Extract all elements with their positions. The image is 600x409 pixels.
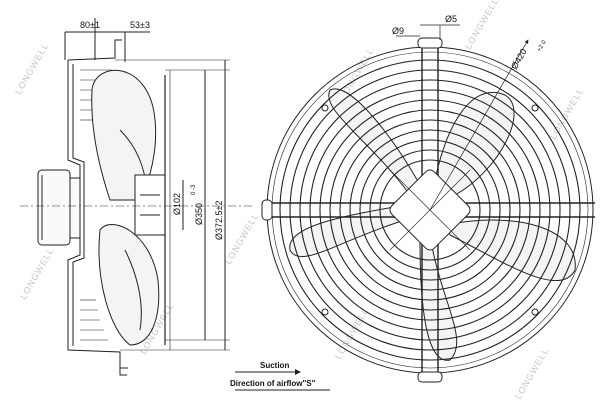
mount-bracket-top [67,39,122,61]
blade-front-1 [429,91,515,211]
watermark: LONGWELL [513,346,551,401]
mount-tab-left [261,199,273,221]
watermark: LONGWELL [223,211,261,266]
dim-53: 53±3 [130,20,150,30]
dim-outer: Ø372.5±2 [214,201,224,240]
shroud-inner [72,64,85,346]
watermark: LONGWELL [18,246,56,301]
mount-hole [321,308,329,316]
dim-line-bolt-circle [429,39,529,211]
dim-hub: Ø102 [172,193,182,215]
watermark: LONGWELL [548,86,586,141]
suction-label: Suction [260,361,289,370]
motor-ring [69,177,81,239]
blade-side-top [91,69,157,201]
dim-slot: Ø5 [445,14,457,24]
side-view [20,18,255,376]
mount-hole [531,104,539,112]
blade-front-4 [289,204,406,258]
mount-bracket-bottom [119,352,127,376]
dim-hole: Ø9 [392,26,404,36]
mount-hole [321,104,329,112]
blade-edge [124,249,142,331]
watermark: LONGWELL [13,41,51,96]
watermark: LONGWELL [463,0,501,51]
mount-tab-top [417,37,443,49]
guard-rings [279,59,581,361]
dim-bolt-tol: +2 0 [537,39,548,53]
mount-tab-bottom [417,371,443,383]
dim-bolt-circle: Ø420 [509,47,529,71]
hub [134,174,166,236]
motor-housing [37,169,71,246]
direction-label: Direction of airflow"S" [230,379,316,388]
mount-hole [531,308,539,316]
blade-front-5 [328,88,421,196]
dim-80: 80±1 [80,20,100,30]
dim-inner: Ø350 [194,203,204,225]
airflow-arrows [235,369,330,391]
front-view [261,24,595,383]
dim-inner-tol: 0 -3 [191,184,197,195]
blade-side-bottom [98,224,160,346]
